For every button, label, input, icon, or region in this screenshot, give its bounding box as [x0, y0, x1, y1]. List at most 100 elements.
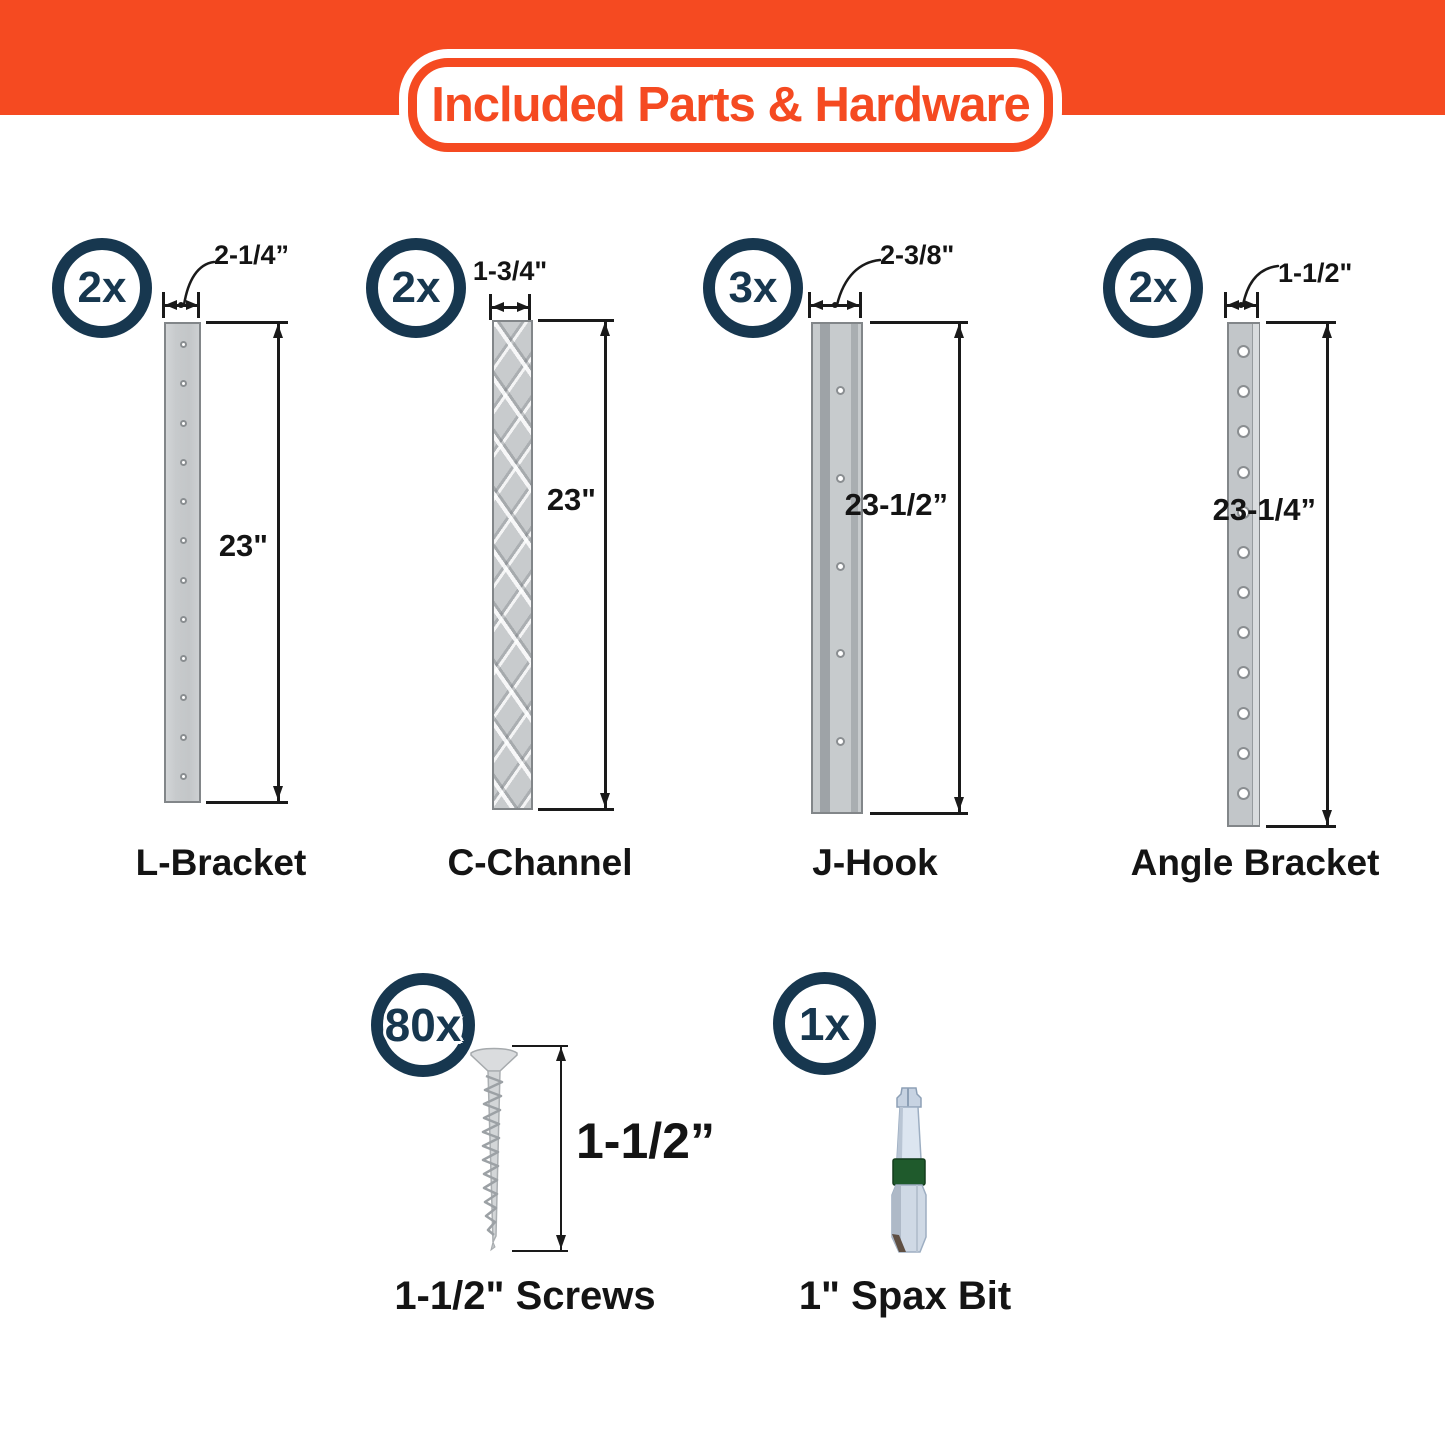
- hardware-name-label: 1" Spax Bit: [798, 1274, 1012, 1318]
- page-title: Included Parts & Hardware: [431, 78, 1031, 132]
- width-dimension-tick: [197, 292, 200, 318]
- quantity-badge: 2x: [366, 238, 466, 338]
- width-dimension-tick: [808, 292, 811, 318]
- bracket-hole: [1236, 465, 1250, 479]
- quantity-label: 3x: [728, 263, 778, 312]
- width-dimension-tick: [528, 294, 531, 320]
- l-bracket-graphic: [164, 322, 201, 803]
- bracket-hole: [835, 473, 845, 483]
- dim-leader-line: [835, 258, 882, 307]
- bracket-hole: [1236, 385, 1250, 399]
- height-dimension-cap: [538, 319, 614, 322]
- bracket-hole: [1236, 666, 1250, 680]
- width-dimension-label: 2-1/4”: [214, 240, 290, 270]
- height-dimension-line: [958, 323, 961, 812]
- length-dimension-line: [560, 1046, 562, 1250]
- part-name-label: L-Bracket: [135, 842, 307, 883]
- dim-arrow-icon: [517, 302, 529, 312]
- dim-arrow-icon: [954, 797, 964, 811]
- bracket-hole: [1236, 706, 1250, 720]
- dim-arrow-icon: [273, 786, 283, 800]
- dim-leader-line: [1241, 264, 1280, 307]
- quantity-label: 80x: [384, 999, 462, 1051]
- dim-arrow-icon: [556, 1047, 566, 1061]
- length-dimension-cap: [512, 1250, 568, 1252]
- j-hook-graphic: [811, 322, 863, 814]
- height-dimension-cap: [1266, 825, 1336, 828]
- height-dimension-line: [277, 323, 280, 801]
- length-dimension-label: 1-1/2”: [576, 1113, 715, 1169]
- dim-leader-dot: [1238, 302, 1244, 308]
- height-dimension-label: 23": [218, 528, 268, 563]
- bracket-hole: [179, 576, 187, 584]
- bracket-hole: [179, 458, 187, 466]
- title-pill: Included Parts & Hardware: [408, 58, 1053, 152]
- dim-arrow-icon: [600, 793, 610, 807]
- bracket-hole: [179, 615, 187, 623]
- width-dimension-tick: [1256, 292, 1259, 318]
- bracket-hole: [1236, 586, 1250, 600]
- length-dimension-cap: [512, 1045, 568, 1047]
- dim-arrow-icon: [556, 1235, 566, 1249]
- width-dimension-tick: [489, 294, 492, 320]
- height-dimension-cap: [206, 801, 288, 804]
- bracket-hole: [835, 737, 845, 746]
- width-dimension-label: 1-3/4": [472, 256, 548, 286]
- quantity-badge: 2x: [52, 238, 152, 338]
- height-dimension-line: [604, 321, 607, 808]
- bracket-hole: [835, 561, 845, 571]
- bracket-hole: [1236, 787, 1250, 800]
- bracket-hole: [835, 649, 845, 659]
- part-name-label: Angle Bracket: [1130, 842, 1380, 883]
- quantity-label: 1x: [798, 997, 851, 1050]
- bracket-hole: [1236, 425, 1250, 439]
- height-dimension-label: 23-1/4”: [1212, 492, 1316, 527]
- bracket-hole: [1236, 626, 1250, 640]
- quantity-badge: 2x: [1103, 238, 1203, 338]
- quantity-label: 2x: [391, 263, 441, 312]
- bracket-hole: [179, 773, 187, 780]
- height-dimension-cap: [206, 321, 288, 324]
- dim-arrow-icon: [954, 324, 964, 338]
- height-dimension-label: 23-1/2”: [844, 487, 948, 522]
- bracket-hole: [1236, 545, 1250, 559]
- dim-leader-dot: [178, 302, 184, 308]
- width-dimension-tick: [162, 292, 165, 318]
- bracket-hole: [1236, 505, 1250, 519]
- part-name-label: C-Channel: [447, 842, 633, 883]
- dim-arrow-icon: [1227, 300, 1239, 310]
- angle-bracket-fold-edge: [1252, 324, 1259, 825]
- dim-arrow-icon: [847, 300, 859, 310]
- bracket-hole: [179, 341, 187, 348]
- width-dimension-line: [492, 306, 528, 309]
- bracket-hole: [1236, 746, 1250, 760]
- bracket-hole: [835, 386, 845, 395]
- quantity-label: 2x: [77, 263, 127, 312]
- height-dimension-cap: [870, 321, 968, 324]
- dim-arrow-icon: [600, 322, 610, 336]
- j-hook-channel-groove: [851, 324, 858, 812]
- width-dimension-label: 2-3/8": [880, 240, 955, 270]
- dim-arrow-icon: [811, 300, 823, 310]
- dim-arrow-icon: [186, 300, 198, 310]
- dim-arrow-icon: [492, 302, 504, 312]
- bracket-hole: [179, 694, 187, 702]
- height-dimension-cap: [1266, 321, 1336, 324]
- width-dimension-tick: [1224, 292, 1227, 318]
- bracket-hole: [179, 498, 187, 506]
- quantity-badge: 3x: [703, 238, 803, 338]
- dim-arrow-icon: [1322, 324, 1332, 338]
- bracket-hole: [179, 380, 187, 388]
- j-hook-channel-groove: [820, 324, 830, 812]
- dim-arrow-icon: [165, 300, 177, 310]
- quantity-label: 2x: [1128, 263, 1178, 312]
- bracket-hole: [179, 655, 187, 663]
- height-dimension-cap: [538, 808, 614, 811]
- bracket-hole: [179, 419, 187, 427]
- width-dimension-tick: [859, 292, 862, 318]
- quantity-badge: 1x: [773, 972, 876, 1075]
- bracket-hole: [179, 733, 187, 741]
- dim-arrow-icon: [273, 324, 283, 338]
- dim-arrow-icon: [1322, 810, 1332, 824]
